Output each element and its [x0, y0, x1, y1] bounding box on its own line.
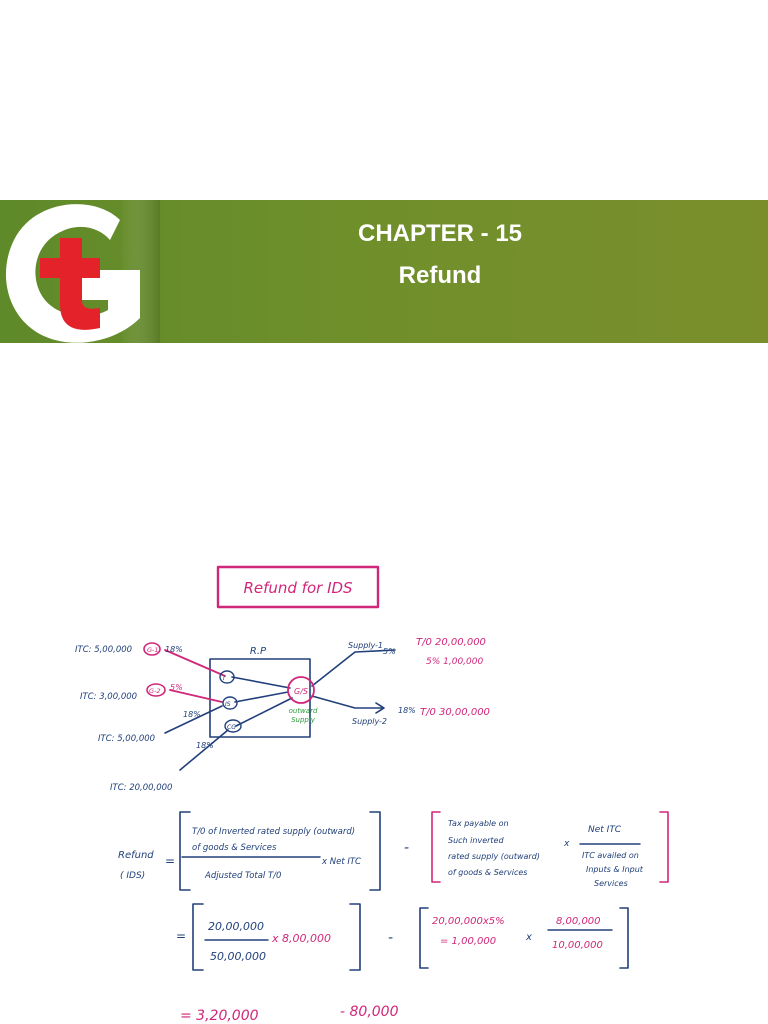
- minus-2: -: [388, 930, 393, 946]
- rate-g2: 5%: [170, 683, 183, 692]
- rate-g1: 18%: [165, 645, 183, 654]
- itc-3: ITC: 5,00,000: [98, 734, 155, 744]
- itc-1: ITC: 5,00,000: [75, 645, 132, 655]
- node-gs: G/S: [294, 687, 308, 696]
- turnover-2: T/0 30,00,000: [420, 707, 490, 718]
- node-i: I: [223, 675, 225, 682]
- rate-s: 18%: [183, 710, 201, 719]
- result-left: = 3,20,000: [180, 1008, 259, 1024]
- minus-1: -: [404, 840, 409, 856]
- rp-box: [209, 658, 311, 738]
- net-itc-label: Net ITC: [588, 825, 622, 835]
- formula-num-line2: of goods & Services: [192, 843, 277, 853]
- ids-label: ( IDS): [120, 871, 145, 881]
- itc-availed-line1: ITC availed on: [582, 851, 639, 860]
- supply-2-rate: 18%: [398, 706, 416, 715]
- handwritten-notes: Refund for IDS R.P ITC: 5,00,000 G-1 18%…: [75, 565, 669, 1024]
- rate-cg: 18%: [196, 741, 214, 750]
- value2-line1: 20,00,000x5%: [432, 916, 505, 927]
- itc-availed-line2: Inputs & Input: [586, 865, 644, 874]
- value2-denominator: 10,00,000: [552, 940, 603, 951]
- value-multiplier: x 8,00,000: [271, 932, 331, 945]
- value2-line2: = 1,00,000: [440, 936, 496, 947]
- rp-label: R.P: [250, 646, 267, 657]
- value-denominator: 50,00,000: [210, 950, 266, 963]
- formula2-line3: rated supply (outward): [448, 852, 540, 861]
- tax-1: 5% 1,00,000: [426, 657, 483, 667]
- formula-denominator: Adjusted Total T/0: [204, 871, 281, 881]
- itc-4: ITC: 20,00,000: [110, 783, 172, 793]
- value2-numerator: 8,00,000: [556, 916, 601, 927]
- chapter-banner: CHAPTER - 15 Refund: [0, 200, 768, 343]
- formula-num-line1: T/0 of Inverted rated supply (outward): [192, 827, 355, 837]
- formula2-line4: of goods & Services: [448, 868, 527, 877]
- node-g2: G-2: [149, 687, 161, 695]
- formula-x-net-itc: x Net ITC: [321, 857, 361, 867]
- itc-availed-line3: Services: [594, 879, 628, 888]
- value-numerator: 20,00,000: [208, 920, 264, 933]
- node-is: IS: [225, 701, 231, 708]
- equals-1: =: [165, 854, 175, 868]
- chapter-topic: Refund: [398, 262, 482, 289]
- node-cg: CG: [227, 724, 236, 731]
- supply-label: Supply: [291, 716, 316, 724]
- formula2-line1: Tax payable on: [448, 819, 509, 828]
- turnover-1: T/0 20,00,000: [416, 637, 486, 648]
- supply-1-rate: 5%: [383, 647, 396, 656]
- title-box: [216, 565, 380, 609]
- outward-label: outward: [289, 707, 318, 715]
- formula2-line2: Such inverted: [448, 836, 504, 845]
- chapter-number: CHAPTER - 15: [357, 220, 523, 247]
- refund-label: Refund: [118, 850, 154, 861]
- itc-2: ITC: 3,00,000: [80, 692, 137, 702]
- times-2: x: [525, 932, 532, 943]
- result-right: - 80,000: [340, 1004, 399, 1020]
- supply-1: Supply-1: [348, 641, 383, 650]
- notes-title: Refund for IDS: [243, 579, 353, 597]
- node-g1: G-1: [147, 646, 159, 654]
- times-1: x: [563, 839, 570, 849]
- supply-2: Supply-2: [352, 717, 387, 726]
- brand-logo: [5, 200, 160, 343]
- equals-2: =: [176, 929, 186, 943]
